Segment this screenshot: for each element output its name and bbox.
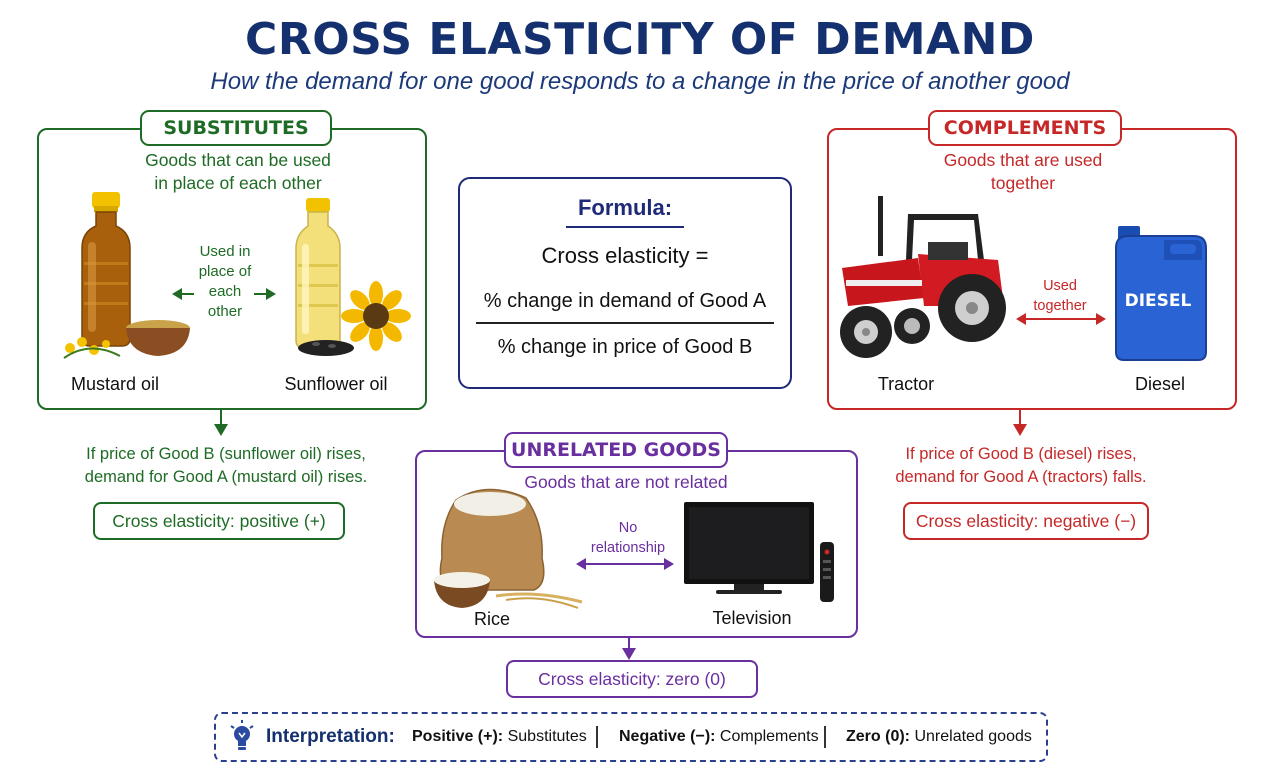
- substitutes-relation: Used in place of each other: [198, 243, 252, 320]
- rice-sack-icon: [434, 488, 583, 609]
- interpretation-divider: [824, 726, 826, 748]
- formula-numerator: % change in demand of Good A: [483, 290, 767, 312]
- sunflower-icon: [298, 281, 411, 356]
- formula-heading: Formula:: [577, 195, 673, 220]
- substitutes-good-b: Sunflower oil: [284, 374, 388, 394]
- substitutes-example: If price of Good B (sunflower oil) rises…: [84, 445, 368, 486]
- page-title: CROSS ELASTICITY OF DEMAND: [245, 14, 1035, 65]
- television-icon: [684, 502, 834, 602]
- complements-down-arrow-icon: [1013, 408, 1027, 436]
- substitutes-good-a: Mustard oil: [70, 374, 160, 394]
- unrelated-down-arrow-icon: [622, 636, 636, 660]
- substitutes-description: Goods that can be used in place of each …: [145, 150, 331, 193]
- substitutes-result: Cross elasticity: positive (+): [93, 502, 345, 540]
- interpretation-item-positive: Positive (+): Substitutes: [412, 728, 587, 746]
- unrelated-relation: No relationship: [590, 520, 666, 556]
- substitutes-double-arrow-icon: [172, 288, 276, 300]
- complements-example: If price of Good B (diesel) rises, deman…: [895, 445, 1147, 486]
- unrelated-good-a: Rice: [473, 609, 510, 629]
- interpretation-item-key: Positive (+):: [412, 728, 504, 745]
- mustard-seeds-bowl-icon: [63, 320, 190, 359]
- formula-denominator: % change in price of Good B: [497, 336, 753, 358]
- unrelated-good-b: Television: [712, 608, 792, 628]
- interpretation-item-negative: Negative (−): Complements: [619, 728, 819, 746]
- formula-fraction-line: [476, 322, 774, 324]
- interpretation-item-key: Zero (0):: [846, 728, 910, 745]
- formula-lhs: Cross elasticity =: [541, 243, 709, 268]
- tractor-icon: [840, 196, 1006, 358]
- substitutes-heading: SUBSTITUTES: [140, 110, 332, 146]
- complements-result: Cross elasticity: negative (−): [903, 502, 1149, 540]
- interpretation-item-value: Complements: [719, 728, 819, 745]
- substitutes-down-arrow-icon: [214, 408, 228, 436]
- complements-description: Goods that are used together: [943, 150, 1103, 193]
- sunflower-oil-bottle-icon: [295, 198, 341, 349]
- formula-box: [458, 177, 792, 389]
- unrelated-description: Goods that are not related: [524, 472, 728, 492]
- interpretation-item-key: Negative (−):: [619, 728, 716, 745]
- unrelated-heading: UNRELATED GOODS: [504, 432, 728, 468]
- interpretation-item-zero: Zero (0): Unrelated goods: [846, 728, 1032, 746]
- interpretation-bar: [214, 712, 1048, 762]
- diesel-can-label: DIESEL: [1125, 291, 1192, 311]
- diesel-can-icon: DIESEL: [1115, 226, 1207, 361]
- complements-good-a: Tractor: [877, 374, 935, 394]
- complements-relation: Used together: [1033, 278, 1087, 314]
- complements-double-arrow-icon: [1016, 313, 1106, 325]
- unrelated-result: Cross elasticity: zero (0): [506, 660, 758, 698]
- interpretation-divider: [596, 726, 598, 748]
- interpretation-item-value: Substitutes: [507, 728, 587, 745]
- interpretation-item-value: Unrelated goods: [914, 728, 1032, 745]
- mustard-oil-bottle-icon: [81, 192, 131, 347]
- complements-good-b: Diesel: [1134, 374, 1186, 394]
- complements-heading: COMPLEMENTS: [928, 110, 1122, 146]
- unrelated-double-arrow-icon: [576, 558, 674, 570]
- interpretation-heading: Interpretation:: [266, 726, 395, 747]
- lightbulb-icon: [230, 720, 254, 750]
- formula-underline: [566, 226, 684, 228]
- page-subtitle: How the demand for one good responds to …: [210, 68, 1070, 95]
